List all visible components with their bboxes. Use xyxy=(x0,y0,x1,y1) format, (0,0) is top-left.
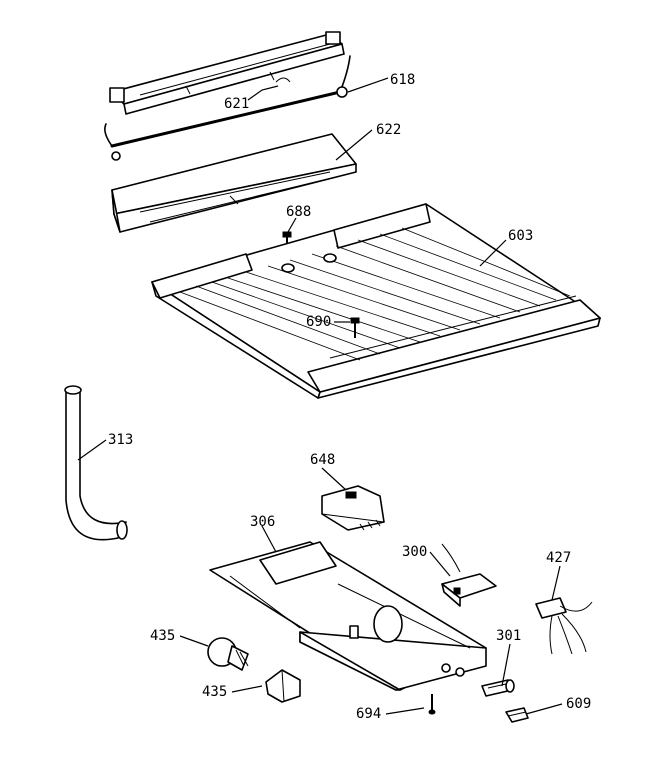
part-603-floor-pan xyxy=(151,203,601,399)
callout-435-bulb: 435 xyxy=(150,628,175,644)
callout-306: 306 xyxy=(250,514,275,530)
part-618-heater-rod xyxy=(104,55,351,161)
callout-313: 313 xyxy=(108,432,133,448)
part-622-shield-tray xyxy=(111,133,357,233)
part-306-control-housing xyxy=(209,541,487,691)
callout-301: 301 xyxy=(496,628,521,644)
part-648-defrost-timer xyxy=(321,485,385,531)
callout-648: 648 xyxy=(310,452,335,468)
callout-609: 609 xyxy=(566,696,591,712)
callout-690: 690 xyxy=(306,314,331,330)
part-690-screw xyxy=(350,317,360,338)
part-621-top-rail xyxy=(109,31,345,115)
part-435-socket xyxy=(265,669,301,703)
part-313-drain-tube xyxy=(64,385,128,541)
callout-435-socket: 435 xyxy=(202,684,227,700)
callout-618: 618 xyxy=(390,72,415,88)
part-694-screw xyxy=(428,694,436,715)
part-427-connector xyxy=(535,597,593,655)
callout-427: 427 xyxy=(546,550,571,566)
callout-622: 622 xyxy=(376,122,401,138)
callout-688: 688 xyxy=(286,204,311,220)
part-300-thermostat xyxy=(441,543,497,607)
part-301-switch xyxy=(481,679,515,697)
callout-300: 300 xyxy=(402,544,427,560)
callout-603: 603 xyxy=(508,228,533,244)
callout-694: 694 xyxy=(356,706,381,722)
part-435-light-bulb xyxy=(207,637,249,671)
leader-lines xyxy=(77,77,563,715)
part-609-clip xyxy=(505,707,529,723)
callout-621: 621 xyxy=(224,96,249,112)
